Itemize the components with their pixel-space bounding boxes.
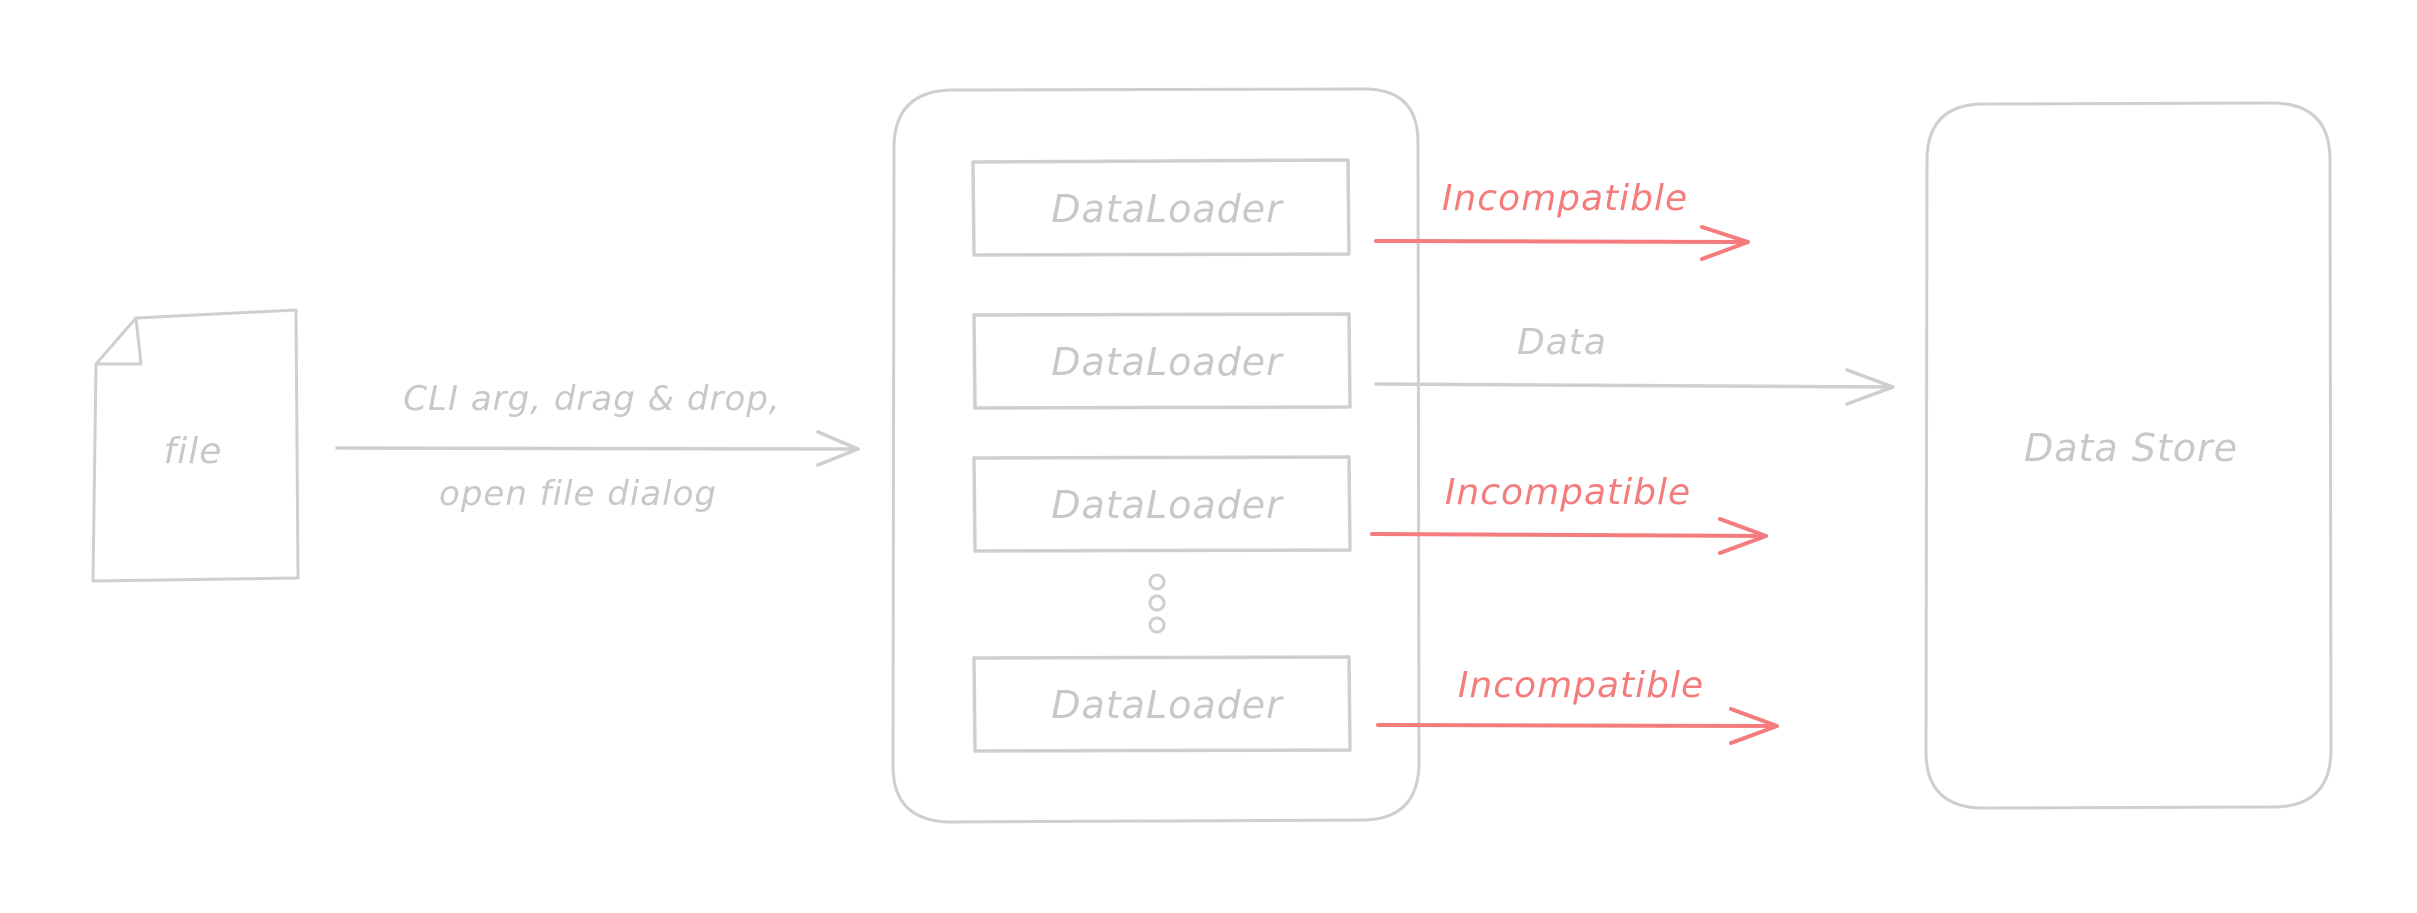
loader-container xyxy=(891,87,1421,824)
incompatible-arrow xyxy=(1374,225,1750,261)
dataloader-label: DataLoader xyxy=(1051,683,1284,727)
dataloader-label: DataLoader xyxy=(1051,187,1284,231)
incompatible-arrow xyxy=(1370,517,1768,555)
dataloader-label: DataLoader xyxy=(1051,340,1284,384)
file-icon xyxy=(91,308,300,583)
input-edge-label-line1: CLI arg, drag & drop, xyxy=(403,379,780,419)
dataloader-box xyxy=(972,455,1352,553)
data-store xyxy=(1924,101,2333,810)
file-label: file xyxy=(164,431,223,472)
data-arrow xyxy=(1374,368,1895,406)
dataloader-box xyxy=(971,158,1351,257)
dataloader-box xyxy=(972,655,1352,753)
data-store-label: Data Store xyxy=(2024,426,2238,470)
data-label: Data xyxy=(1517,322,1607,363)
input-arrow xyxy=(335,430,860,467)
incompatible-label: Incompatible xyxy=(1442,178,1688,219)
incompatible-label: Incompatible xyxy=(1445,472,1691,513)
input-edge-label-line2: open file dialog xyxy=(439,474,717,514)
incompatible-label: Incompatible xyxy=(1458,665,1704,706)
ellipsis-dots xyxy=(1148,573,1166,634)
dataloader-box xyxy=(972,312,1352,410)
dataloader-label: DataLoader xyxy=(1051,483,1284,527)
incompatible-arrow xyxy=(1376,707,1779,745)
